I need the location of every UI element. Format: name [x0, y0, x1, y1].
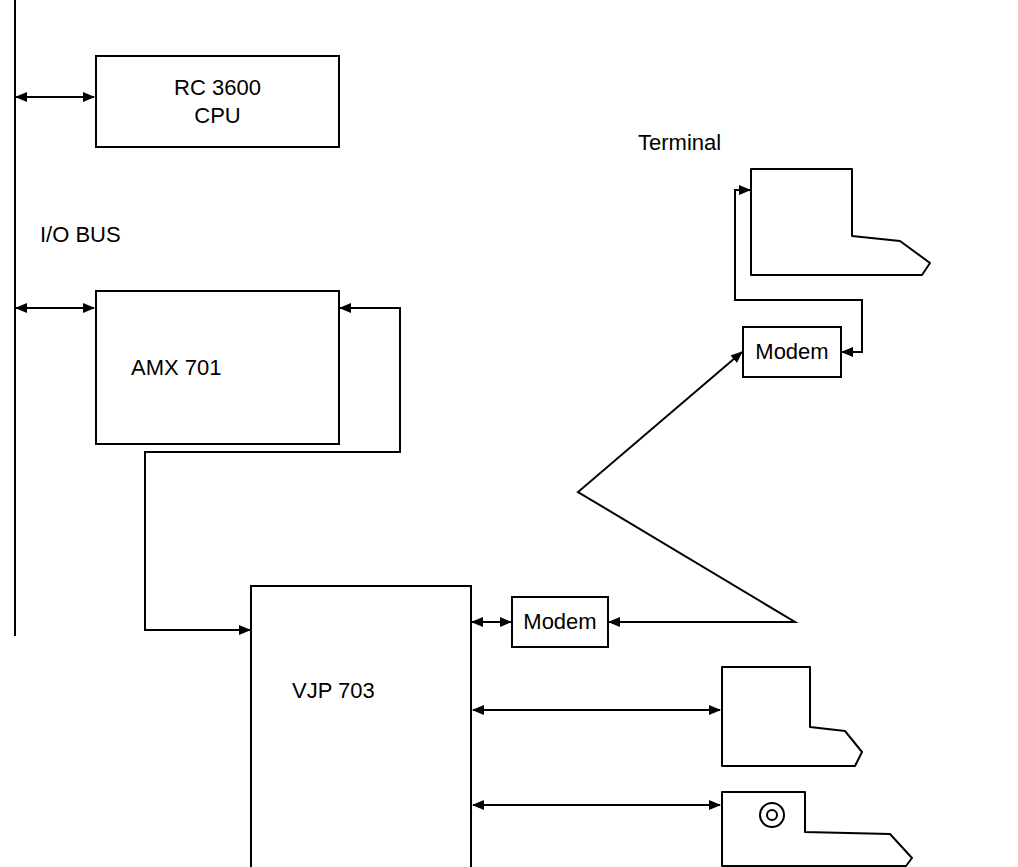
terminal-symbol: Terminal: [750, 168, 932, 276]
box-label: AMX 701: [131, 354, 222, 382]
bus-tap: [16, 307, 94, 309]
multiplexer-box: AMX 701: [95, 290, 340, 445]
box-label: RC 3600 CPU: [168, 74, 268, 129]
printer-link: [473, 804, 720, 806]
modem-box: Modem: [511, 596, 609, 648]
printer-symbol: [722, 792, 912, 866]
terminal-outline: [750, 168, 932, 276]
modem-box: Modem: [742, 326, 842, 378]
box-label: Modem: [755, 338, 828, 366]
printer-reel: [760, 803, 784, 827]
bus-tap: [16, 96, 94, 98]
box-label: VJP 703: [292, 677, 375, 705]
terminal-symbol: [722, 667, 862, 766]
connector: [578, 352, 795, 622]
device-label: Terminal: [638, 130, 721, 156]
terminal-link: [473, 709, 720, 711]
cpu-box: RC 3600 CPU: [95, 55, 340, 148]
terminal-outline-shape: [751, 169, 930, 275]
box-label: Modem: [523, 608, 596, 636]
processor-box: VJP 703: [250, 585, 472, 867]
printer-reel: [767, 810, 777, 820]
bus-label: I/O BUS: [40, 222, 121, 248]
connector: [472, 621, 511, 623]
io-bus-line: [14, 0, 16, 636]
